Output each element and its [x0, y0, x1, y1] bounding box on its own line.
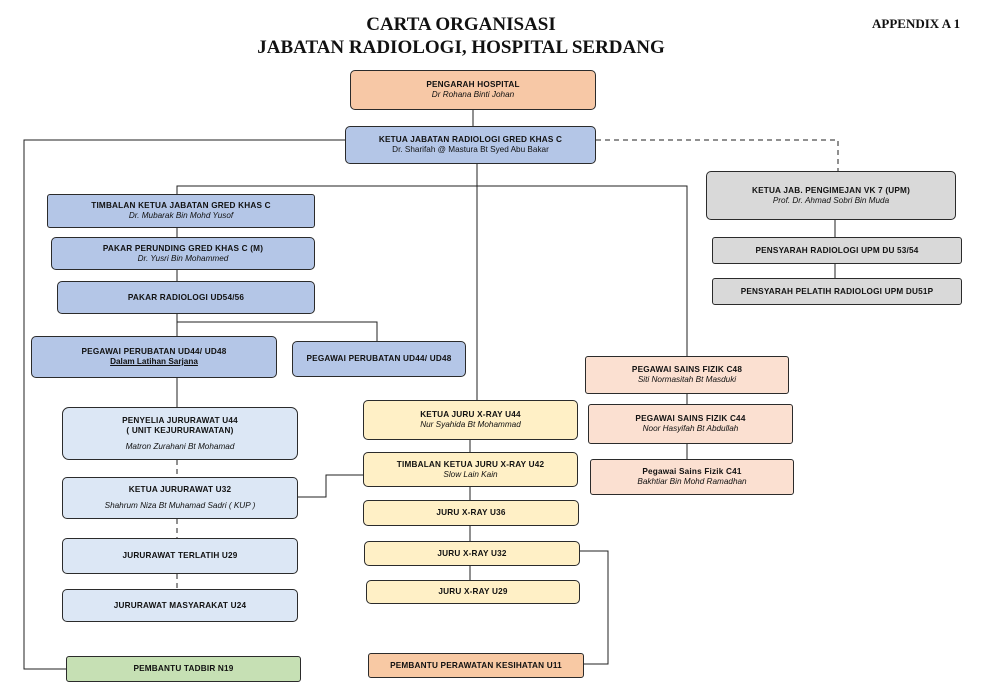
node-pensyarah-upm: PENSYARAH RADIOLOGI UPM DU 53/54 — [712, 237, 962, 264]
node-name: Siti Normasitah Bt Masduki — [637, 375, 737, 384]
node-timbalan-ketua: TIMBALAN KETUA JABATAN GRED KHAS C Dr. M… — [47, 194, 315, 228]
node-title: JURURAWAT MASYARAKAT U24 — [113, 600, 247, 610]
node-name: Nur Syahida Bt Mohammad — [420, 420, 521, 429]
node-jururawat-masyarakat: JURURAWAT MASYARAKAT U24 — [62, 589, 298, 622]
node-title: PEGAWAI SAINS FIZIK C48 — [631, 365, 743, 374]
node-title: PEGAWAI SAINS FIZIK C44 — [635, 414, 746, 423]
node-title: PEGAWAI PERUBATAN UD44/ UD48 — [306, 354, 452, 363]
node-name: Dr. Yusri Bin Mohammed — [137, 253, 229, 263]
node-pegawai-perubatan: PEGAWAI PERUBATAN UD44/ UD48 — [292, 341, 466, 377]
node-title: PEMBANTU PERAWATAN KESIHATAN U11 — [390, 660, 562, 670]
node-title: JURU X-RAY U29 — [438, 587, 508, 596]
node-ketua-jururawat: KETUA JURURAWAT U32 Shahrum Niza Bt Muha… — [62, 477, 298, 519]
node-title: PENSYARAH PELATIH RADIOLOGI UPM DU51P — [740, 286, 934, 296]
node-title: KETUA JURU X-RAY U44 — [420, 410, 521, 419]
node-penyelia-jururawat: PENYELIA JURURAWAT U44 ( UNIT KEJURURAWA… — [62, 407, 298, 460]
node-title: PENGARAH HOSPITAL — [426, 80, 520, 89]
node-title: PENYELIA JURURAWAT U44 — [122, 415, 238, 425]
node-subtitle: ( UNIT KEJURURAWATAN) — [126, 425, 234, 435]
node-name: Shahrum Niza Bt Muhamad Sadri ( KUP ) — [104, 501, 256, 510]
node-pengarah-hospital: PENGARAH HOSPITAL Dr Rohana Binti Johan — [350, 70, 596, 110]
node-name: Slow Lain Kain — [443, 469, 498, 479]
node-name: Bakhtiar Bin Mohd Ramadhan — [637, 477, 747, 486]
chart-title: CARTA ORGANISASI — [366, 14, 556, 35]
node-pegawai-perubatan-latihan: PEGAWAI PERUBATAN UD44/ UD48 Dalam Latih… — [31, 336, 277, 378]
node-ketua-jabatan: KETUA JABATAN RADIOLOGI GRED KHAS C Dr. … — [345, 126, 596, 164]
node-pensyarah-pelatih: PENSYARAH PELATIH RADIOLOGI UPM DU51P — [712, 278, 962, 305]
node-juru-xray-u36: JURU X-RAY U36 — [363, 500, 579, 526]
node-title: PEMBANTU TADBIR N19 — [133, 664, 234, 673]
node-name: Prof. Dr. Ahmad Sobri Bin Muda — [772, 195, 890, 205]
chart-subtitle: JABATAN RADIOLOGI, HOSPITAL SERDANG — [257, 37, 665, 58]
node-title: KETUA JURURAWAT U32 — [128, 485, 232, 494]
node-juru-xray-u29: JURU X-RAY U29 — [366, 580, 580, 604]
node-juru-xray-u32: JURU X-RAY U32 — [364, 541, 580, 566]
node-title: PAKAR RADIOLOGI UD54/56 — [127, 292, 245, 302]
node-sains-fizik-c41: Pegawai Sains Fizik C41 Bakhtiar Bin Moh… — [590, 459, 794, 495]
node-pembantu-perawatan: PEMBANTU PERAWATAN KESIHATAN U11 — [368, 653, 584, 678]
node-sains-fizik-c44: PEGAWAI SAINS FIZIK C44 Noor Hasyifah Bt… — [588, 404, 793, 444]
node-title: PEGAWAI PERUBATAN UD44/ UD48 — [81, 347, 227, 356]
node-title: TIMBALAN KETUA JURU X-RAY U42 — [396, 459, 545, 469]
node-title: KETUA JAB. PENGIMEJAN VK 7 (UPM) — [751, 185, 911, 195]
node-title: TIMBALAN KETUA JABATAN GRED KHAS C — [91, 201, 271, 210]
node-name: Noor Hasyifah Bt Abdullah — [642, 424, 739, 433]
node-jururawat-terlatih: JURURAWAT TERLATIH U29 — [62, 538, 298, 574]
node-name: Dr Rohana Binti Johan — [431, 90, 515, 99]
node-ketua-juru-xray: KETUA JURU X-RAY U44 Nur Syahida Bt Moha… — [363, 400, 578, 440]
node-pakar-radiologi: PAKAR RADIOLOGI UD54/56 — [57, 281, 315, 314]
node-title: KETUA JABATAN RADIOLOGI GRED KHAS C — [378, 135, 563, 144]
node-sains-fizik-c48: PEGAWAI SAINS FIZIK C48 Siti Normasitah … — [585, 356, 789, 394]
node-name: Dr. Sharifah @ Mastura Bt Syed Abu Bakar — [392, 145, 549, 154]
node-pakar-perunding: PAKAR PERUNDING GRED KHAS C (M) Dr. Yusr… — [51, 237, 315, 270]
node-title: Pegawai Sains Fizik C41 — [642, 467, 742, 476]
node-title: JURURAWAT TERLATIH U29 — [122, 551, 238, 560]
node-title: JURU X-RAY U32 — [437, 548, 507, 558]
node-title: JURU X-RAY U36 — [436, 508, 506, 517]
node-title: PAKAR PERUNDING GRED KHAS C (M) — [102, 243, 264, 253]
node-name: Dr. Mubarak Bin Mohd Yusof — [128, 211, 234, 220]
appendix-label: APPENDIX A 1 — [872, 16, 961, 31]
node-name: Matron Zurahani Bt Mohamad — [125, 441, 235, 451]
node-timbalan-juru-xray: TIMBALAN KETUA JURU X-RAY U42 Slow Lain … — [363, 452, 578, 487]
node-ketua-upm: KETUA JAB. PENGIMEJAN VK 7 (UPM) Prof. D… — [706, 171, 956, 220]
node-pembantu-tadbir: PEMBANTU TADBIR N19 — [66, 656, 301, 682]
node-note: Dalam Latihan Sarjana — [110, 357, 198, 366]
node-title: PENSYARAH RADIOLOGI UPM DU 53/54 — [755, 245, 919, 255]
